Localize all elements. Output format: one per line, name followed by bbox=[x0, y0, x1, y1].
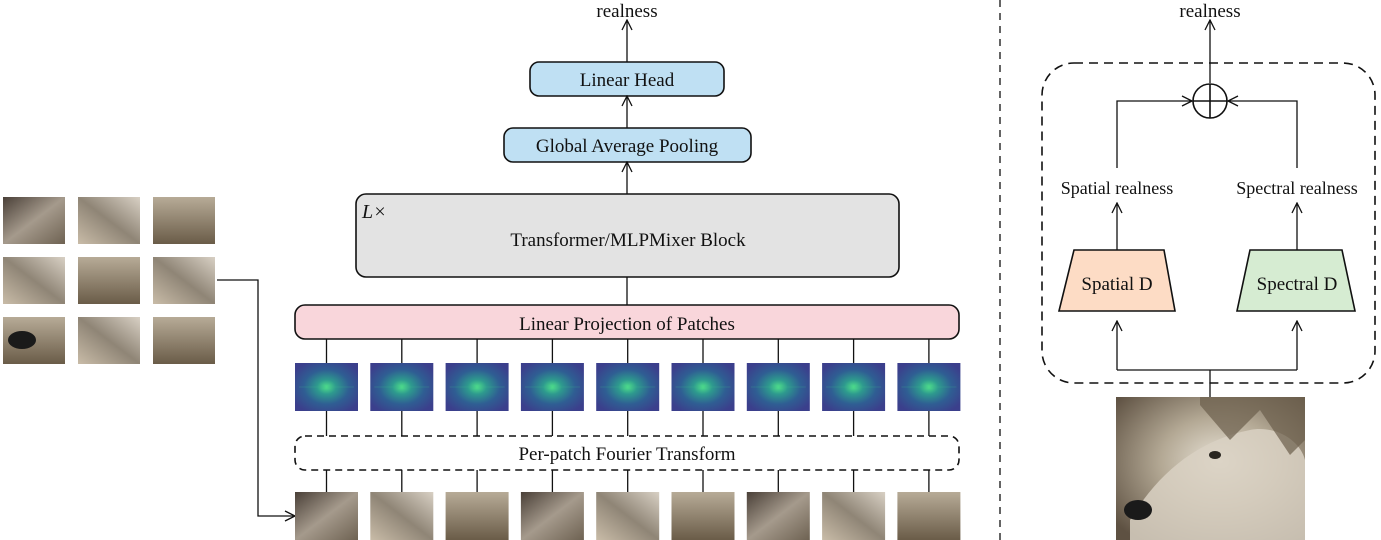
image-patch-tile bbox=[445, 492, 509, 540]
gap-label: Global Average Pooling bbox=[536, 136, 719, 157]
patch-tile bbox=[153, 257, 215, 304]
image-patch-tile bbox=[897, 492, 961, 540]
transformer-block-label: Transformer/MLPMixer Block bbox=[510, 230, 746, 251]
patch-tile bbox=[78, 317, 140, 364]
spectral-d-box bbox=[1236, 249, 1356, 312]
image-patch-tile bbox=[671, 492, 735, 540]
spatial-realness-label: Spatial realness bbox=[1061, 178, 1173, 198]
spatial-d-label: Spatial D bbox=[1081, 274, 1152, 295]
image-patch-tile bbox=[596, 492, 660, 540]
patch-columns bbox=[295, 339, 961, 540]
input-wolf-image bbox=[1116, 397, 1305, 540]
patch-tile bbox=[3, 197, 65, 244]
fourier-box bbox=[294, 435, 960, 471]
patch-tile bbox=[153, 317, 215, 364]
fourier-label: Per-patch Fourier Transform bbox=[518, 444, 735, 465]
output-label: realness bbox=[596, 1, 657, 22]
image-patch-tile bbox=[520, 492, 584, 540]
grid-to-patches-connector bbox=[217, 279, 295, 516]
projection-box bbox=[294, 304, 960, 340]
image-patch-tile bbox=[746, 492, 810, 540]
image-patch-tile bbox=[822, 492, 886, 540]
patch-tile bbox=[78, 257, 140, 304]
patch-tile bbox=[153, 197, 215, 244]
spectral-realness-label: Spectral realness bbox=[1236, 178, 1357, 198]
linear-head-label: Linear Head bbox=[580, 70, 675, 91]
block-repeat-label: L× bbox=[361, 201, 387, 223]
patch-tile bbox=[3, 257, 65, 304]
spectral-d-label: Spectral D bbox=[1257, 274, 1338, 295]
patch-grid bbox=[3, 197, 215, 364]
spectral-to-sum-arrow bbox=[1228, 101, 1298, 168]
right-output-label: realness bbox=[1179, 1, 1240, 22]
dual-discriminator-box bbox=[1041, 62, 1376, 384]
image-patch-tile bbox=[370, 492, 434, 540]
image-split-connector bbox=[1117, 369, 1297, 397]
spatial-d-box bbox=[1057, 249, 1176, 312]
projection-label: Linear Projection of Patches bbox=[519, 314, 735, 335]
image-patch-tile bbox=[295, 492, 358, 540]
spatial-to-sum-arrow bbox=[1116, 101, 1192, 168]
patch-tile bbox=[78, 197, 140, 244]
